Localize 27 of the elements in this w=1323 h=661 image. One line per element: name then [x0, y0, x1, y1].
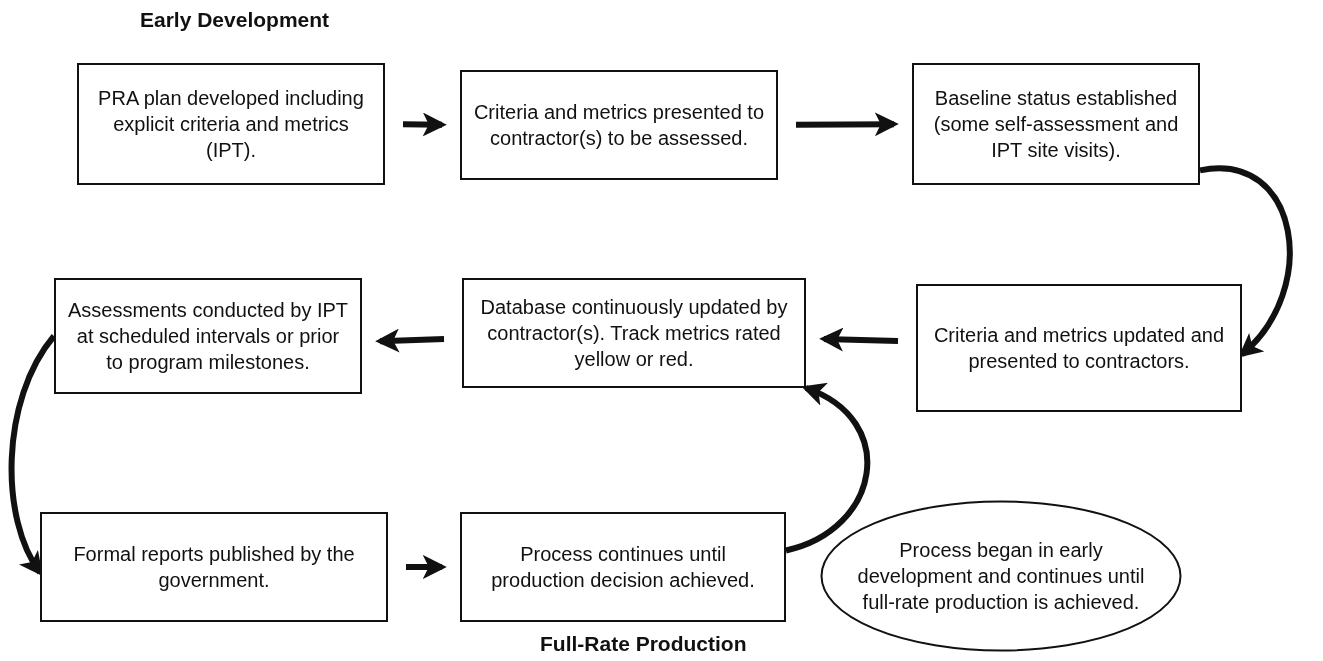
box-text: PRA plan developed including explicit criteria and metrics (IPT).: [97, 86, 365, 163]
note-ellipse: [820, 500, 1182, 652]
process-box: [54, 278, 362, 394]
box-text: Baseline status established (some self-assessment and IPT site visits).: [932, 86, 1180, 163]
process-box: [460, 70, 778, 180]
box-text: Process continues until production decision achieved.: [490, 542, 756, 593]
process-box: [77, 63, 385, 185]
box-text: Criteria and metrics presented to contractor(s) to be assessed.: [472, 100, 766, 151]
box-text: Criteria and metrics updated and presented to contractors.: [932, 323, 1226, 374]
arrow: [375, 328, 445, 353]
process-box: [40, 512, 388, 622]
arrow: [1199, 165, 1293, 358]
box-text: Formal reports published by the government.: [72, 542, 356, 593]
phase-label: Full-Rate Production: [540, 632, 747, 656]
box-text: Database continuously updated by contractor(s). Track metrics rated yellow or red.: [479, 295, 789, 372]
box-text: Process began in early development and continues until full-rate production is achieved.: [856, 538, 1146, 615]
arrow: [819, 327, 899, 352]
process-box: [462, 278, 806, 388]
arrow: [406, 555, 447, 579]
arrow: [402, 112, 447, 137]
box-text: Assessments conducted by IPT at scheduled intervals or prior to program milestones.: [66, 298, 350, 375]
process-box: [916, 284, 1242, 412]
arrow: [785, 384, 870, 554]
process-box: [460, 512, 786, 622]
heading: Early Development: [140, 8, 330, 32]
process-box: [912, 63, 1200, 185]
arrow: [795, 112, 899, 137]
